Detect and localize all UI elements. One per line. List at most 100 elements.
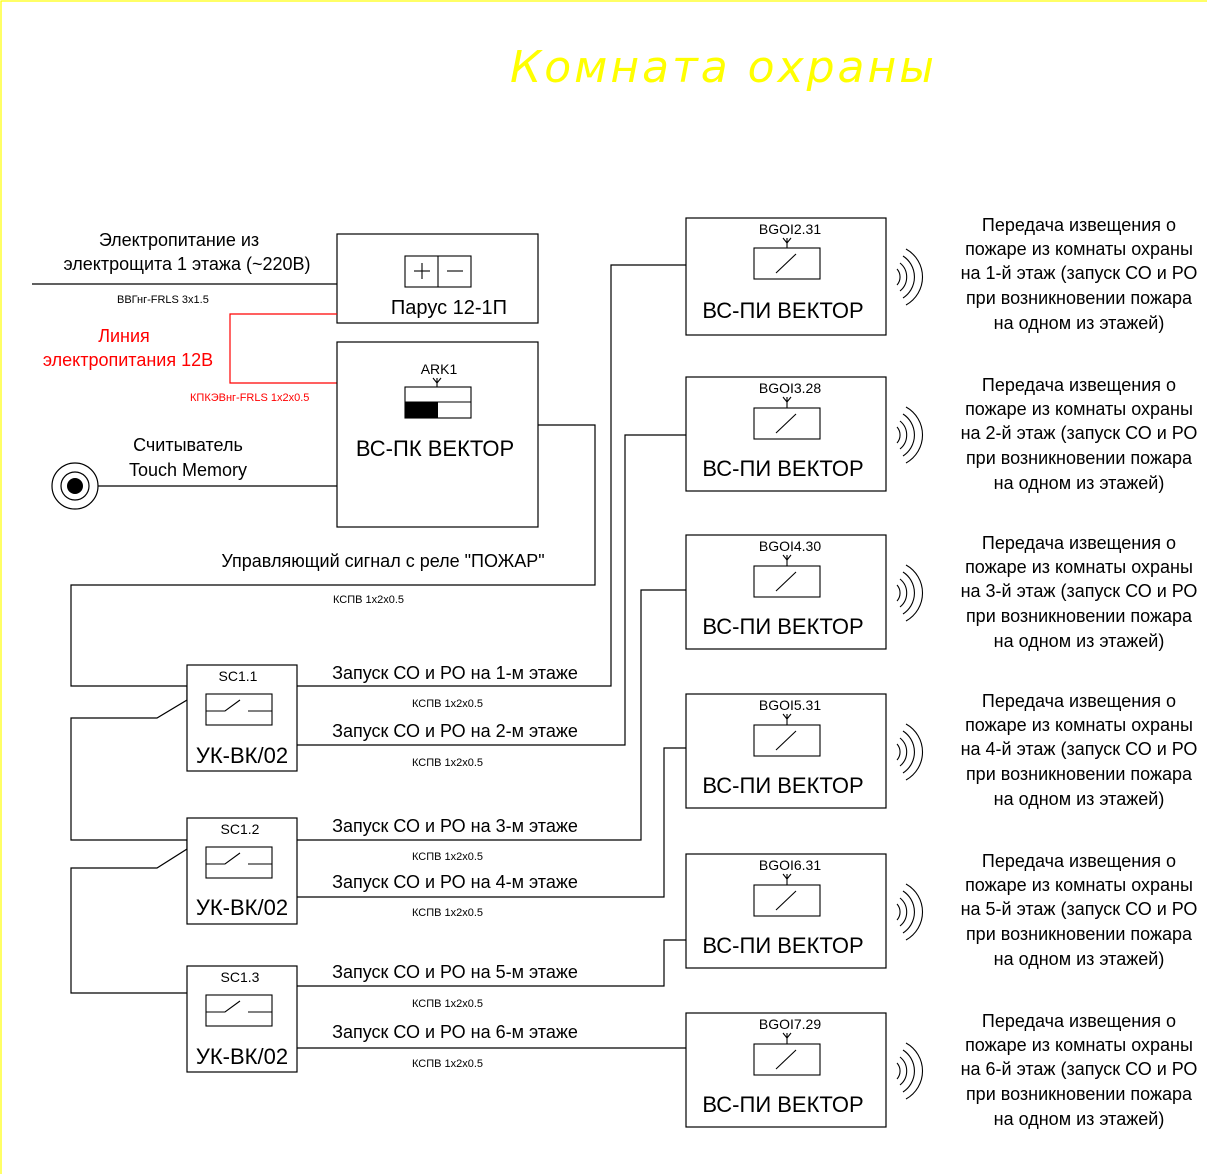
transmitter-label: ВС-ПИ ВЕКТОР bbox=[702, 614, 863, 639]
controller-indicator-diagonal bbox=[404, 402, 439, 419]
transmitter-note-line2: пожаре из комнаты охраны bbox=[965, 399, 1193, 419]
transmitter-note-line4: при возникновении пожара bbox=[966, 448, 1193, 468]
transmitter-note-line3: на 6-й этаж (запуск СО и РО bbox=[961, 1059, 1198, 1079]
control-line-1 bbox=[297, 264, 686, 687]
transmitter-note-line2: пожаре из комнаты охраны bbox=[965, 875, 1193, 895]
transmitter-indicator-slash bbox=[775, 1049, 797, 1070]
control-line-label-3: Запуск СО и РО на 3-м этаже bbox=[332, 816, 578, 836]
transmitter-note-line1: Передача извещения о bbox=[982, 851, 1176, 871]
transmitter-note-line4: при возникновении пожара bbox=[966, 288, 1193, 308]
relay-ref: SC1.1 bbox=[219, 668, 258, 684]
power-12v-label-line1: Линия bbox=[98, 326, 150, 346]
control-line-cable-6: КСПВ 1х2х0.5 bbox=[412, 1058, 483, 1070]
relay-label: УК-ВК/02 bbox=[196, 895, 288, 920]
transmitter-indicator-slash bbox=[775, 253, 797, 274]
controller-ref: ARK1 bbox=[421, 361, 458, 377]
control-line-cable-1: КСПВ 1х2х0.5 bbox=[412, 698, 483, 710]
transmitter-indicator bbox=[753, 565, 821, 598]
power-feed-cable: ВВГнг-FRLS 3х1.5 bbox=[117, 294, 209, 306]
control-line-5 bbox=[297, 939, 686, 987]
transmitter-note-line5: на одном из этажей) bbox=[994, 631, 1165, 651]
control-line-2 bbox=[297, 434, 686, 746]
transmitter-ref: BGOI5.31 bbox=[759, 697, 821, 713]
control-line-label-4: Запуск СО и РО на 4-м этаже bbox=[332, 872, 578, 892]
transmitter-note-line3: на 3-й этаж (запуск СО и РО bbox=[961, 581, 1198, 601]
control-line-3 bbox=[297, 589, 686, 841]
controller-antenna-v bbox=[432, 377, 442, 384]
relay-chain-2-3 bbox=[70, 840, 188, 994]
psu-parus: Парус 12-1П bbox=[336, 233, 539, 324]
transmitter-note-line5: на одном из этажей) bbox=[994, 1109, 1165, 1129]
relay-signal-cable: КСПВ 1х2х0.5 bbox=[333, 594, 404, 606]
transmitter-box bbox=[685, 534, 887, 650]
diagram-title: Комната охраны bbox=[510, 42, 937, 93]
transmitter-label: ВС-ПИ ВЕКТОР bbox=[702, 933, 863, 958]
transmitter-note-line2: пожаре из комнаты охраны bbox=[965, 1035, 1193, 1055]
transmitter-note-line1: Передача извещения о bbox=[982, 375, 1176, 395]
transmitter-label: ВС-ПИ ВЕКТОР bbox=[702, 456, 863, 481]
transmitter-indicator-slash bbox=[775, 571, 797, 592]
relay-module-2: SC1.2 УК-ВК/02 bbox=[186, 817, 298, 925]
psu-label: Парус 12-1П bbox=[391, 297, 507, 319]
reader-label-line2: Touch Memory bbox=[129, 460, 247, 480]
radio-waves-icon bbox=[896, 1042, 923, 1100]
antenna-icon bbox=[782, 1032, 792, 1039]
relay-chain-1-2 bbox=[70, 686, 188, 841]
relay-signal-wire bbox=[70, 424, 596, 687]
transmitter-indicator bbox=[753, 407, 821, 440]
relay-module-3: SC1.3 УК-ВК/02 bbox=[186, 965, 298, 1073]
transmitter-6: BGOI7.29 ВС-ПИ ВЕКТОР Передача извещения… bbox=[685, 1011, 1198, 1129]
transmitter-note-line3: на 4-й этаж (запуск СО и РО bbox=[961, 739, 1198, 759]
antenna-icon bbox=[782, 396, 792, 403]
transmitter-ref: BGOI7.29 bbox=[759, 1016, 821, 1032]
transmitter-indicator bbox=[753, 884, 821, 917]
control-line-cable-2: КСПВ 1х2х0.5 bbox=[412, 757, 483, 769]
radio-waves-icon bbox=[896, 723, 923, 781]
relay-label: УК-ВК/02 bbox=[196, 1044, 288, 1069]
relay-ref: SC1.2 bbox=[221, 821, 260, 837]
power-feed-label-line1: Электропитание из bbox=[99, 230, 259, 250]
transmitter-note-line2: пожаре из комнаты охраны bbox=[965, 715, 1193, 735]
transmitter-note-line2: пожаре из комнаты охраны bbox=[965, 239, 1193, 259]
power-12v-cable: КПКЭВнг-FRLS 1х2х0.5 bbox=[190, 392, 309, 404]
transmitter-indicator-slash bbox=[775, 413, 797, 434]
switch-icon-frame bbox=[205, 846, 273, 879]
transmitter-box bbox=[685, 853, 887, 969]
transmitter-indicator-slash bbox=[775, 730, 797, 751]
transmitter-ref: BGOI2.31 bbox=[759, 221, 821, 237]
transmitter-label: ВС-ПИ ВЕКТОР bbox=[702, 298, 863, 323]
transmitter-1: BGOI2.31 ВС-ПИ ВЕКТОР Передача извещения… bbox=[685, 215, 1198, 336]
transmitter-note-line2: пожаре из комнаты охраны bbox=[965, 557, 1193, 577]
radio-waves-icon bbox=[896, 248, 923, 306]
transmitter-ref: BGOI3.28 bbox=[759, 380, 821, 396]
antenna-icon bbox=[782, 237, 792, 244]
transmitter-note-line4: при возникновении пожара bbox=[966, 1084, 1193, 1104]
control-line-label-1: Запуск СО и РО на 1-м этаже bbox=[332, 663, 578, 683]
control-line-cable-5: КСПВ 1х2х0.5 bbox=[412, 998, 483, 1010]
controller-label: ВС-ПК ВЕКТОР bbox=[356, 436, 514, 461]
transmitter-note-line3: на 2-й этаж (запуск СО и РО bbox=[961, 423, 1198, 443]
relay-module-1: SC1.1 УК-ВК/02 bbox=[186, 664, 298, 772]
transmitter-box bbox=[685, 217, 887, 336]
radio-waves-icon bbox=[896, 406, 923, 464]
control-line-label-5: Запуск СО и РО на 5-м этаже bbox=[332, 962, 578, 982]
power-12v-label-line2: электропитания 12В bbox=[43, 350, 213, 370]
control-line-cable-3: КСПВ 1х2х0.5 bbox=[412, 851, 483, 863]
transmitter-note-line3: на 5-й этаж (запуск СО и РО bbox=[961, 899, 1198, 919]
antenna-icon bbox=[782, 873, 792, 880]
transmitter-3: BGOI4.30 ВС-ПИ ВЕКТОР Передача извещения… bbox=[685, 533, 1198, 651]
relay-box bbox=[186, 965, 298, 1073]
transmitter-4: BGOI5.31 ВС-ПИ ВЕКТОР Передача извещения… bbox=[685, 691, 1198, 809]
transmitter-note-line3: на 1-й этаж (запуск СО и РО bbox=[961, 263, 1198, 283]
transmitter-ref: BGOI4.30 bbox=[759, 538, 821, 554]
touch-memory-reader: Считыватель Touch Memory bbox=[51, 435, 337, 510]
transmitter-ref: BGOI6.31 bbox=[759, 857, 821, 873]
transmitter-box bbox=[685, 693, 887, 809]
transmitter-note-line5: на одном из этажей) bbox=[994, 313, 1165, 333]
transmitter-note-line4: при возникновении пожара bbox=[966, 764, 1193, 784]
transmitter-label: ВС-ПИ ВЕКТОР bbox=[702, 1092, 863, 1117]
reader-label-line1: Считыватель bbox=[133, 435, 243, 455]
transmitter-note-line1: Передача извещения о bbox=[982, 1011, 1176, 1031]
